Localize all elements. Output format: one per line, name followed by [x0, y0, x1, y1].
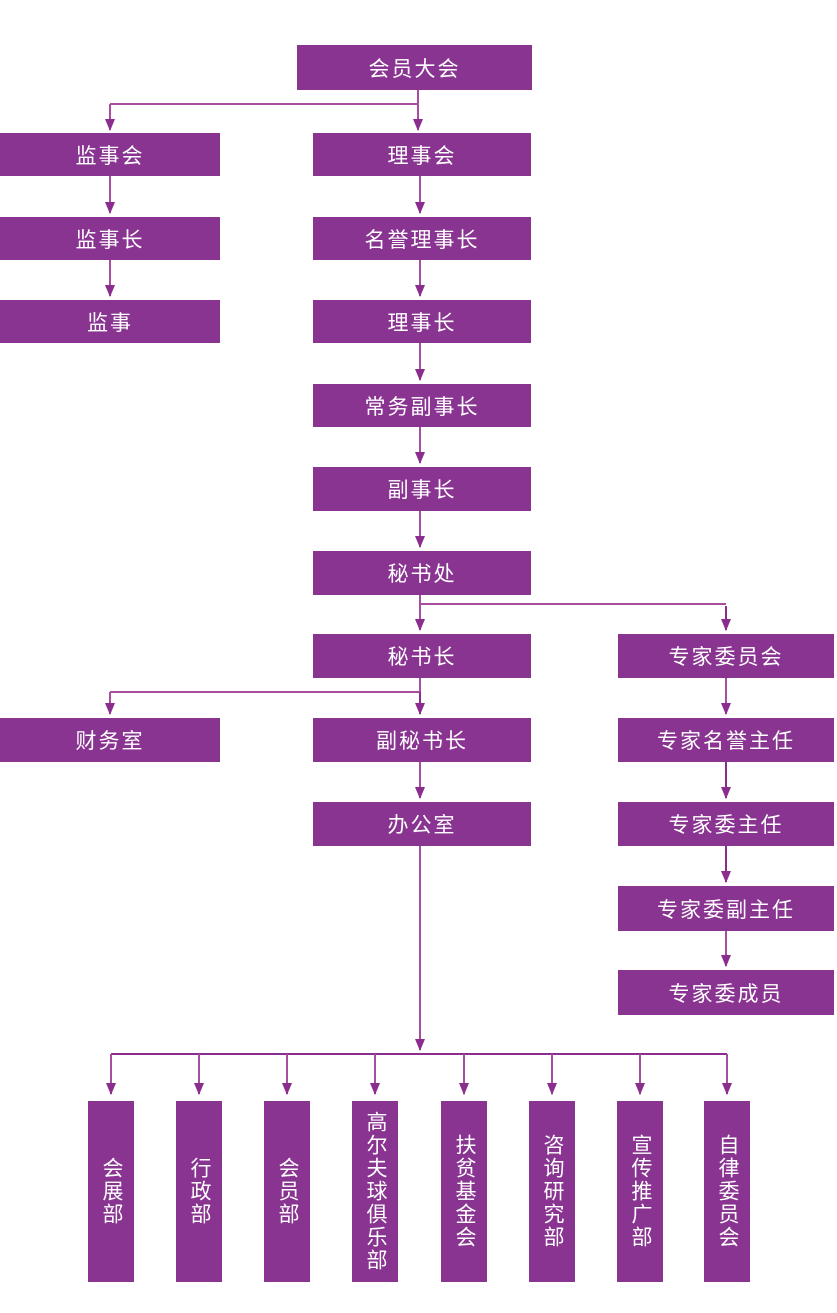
node-expert-members: 专家委成员	[618, 970, 834, 1015]
node-expert-deputy-director: 专家委副主任	[618, 886, 834, 931]
node-dept-exhibition: 会展部	[88, 1101, 134, 1282]
node-secretary-general: 秘书长	[313, 634, 531, 678]
node-council: 理事会	[313, 133, 531, 176]
node-expert-committee: 专家委员会	[618, 634, 834, 678]
node-dept-self-discipline: 自律委员会	[704, 1101, 750, 1282]
node-dept-golf-club: 高尔夫球俱乐部	[352, 1101, 398, 1282]
node-executive-vice-president: 常务副事长	[313, 384, 531, 427]
node-supervisory-board: 监事会	[0, 133, 220, 176]
node-chief-supervisor: 监事长	[0, 217, 220, 260]
node-dept-membership: 会员部	[264, 1101, 310, 1282]
node-dept-promotion: 宣传推广部	[617, 1101, 663, 1282]
node-finance-office: 财务室	[0, 718, 220, 762]
node-supervisor: 监事	[0, 300, 220, 343]
node-dept-poverty-fund: 扶贫基金会	[441, 1101, 487, 1282]
node-expert-honorary-director: 专家名誉主任	[618, 718, 834, 762]
node-expert-director: 专家委主任	[618, 802, 834, 846]
node-deputy-secretary-general: 副秘书长	[313, 718, 531, 762]
node-dept-research: 咨询研究部	[529, 1101, 575, 1282]
node-secretariat: 秘书处	[313, 551, 531, 595]
node-vice-president: 副事长	[313, 467, 531, 511]
node-dept-admin: 行政部	[176, 1101, 222, 1282]
node-member-assembly: 会员大会	[297, 45, 532, 90]
node-honorary-president: 名誉理事长	[313, 217, 531, 260]
node-office: 办公室	[313, 802, 531, 846]
node-president: 理事长	[313, 300, 531, 343]
